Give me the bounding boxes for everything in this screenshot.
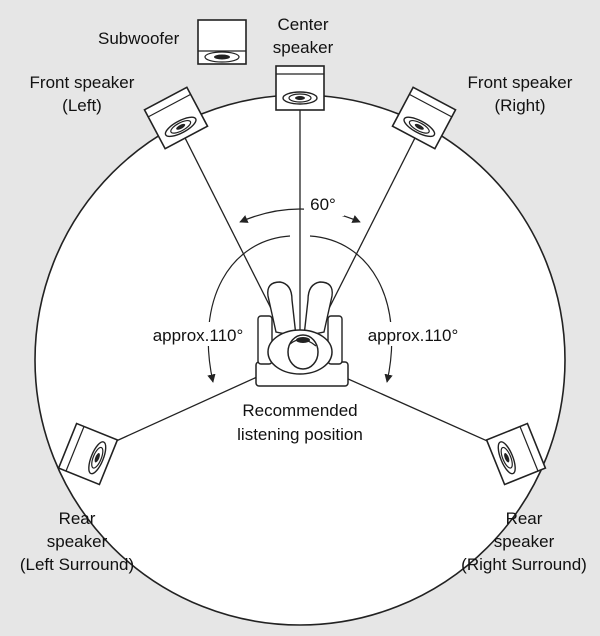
center-speaker-label-line1: Center: [277, 15, 328, 34]
rear-right-label-line3: (Right Surround): [461, 555, 587, 574]
angle-left-arc: [207, 235, 291, 383]
rear-left-label-line2: speaker: [47, 532, 108, 551]
listening-position-label-line2: listening position: [237, 425, 363, 444]
listening-position-label-line1: Recommended: [242, 401, 357, 420]
angle-right-arc: [309, 235, 393, 383]
angle-60-label: 60°: [310, 195, 336, 214]
center-speaker-icon: [275, 65, 325, 111]
seated-listener-icon: [255, 281, 349, 387]
rear-left-label-line3: (Left Surround): [20, 555, 134, 574]
subwoofer-icon: [197, 19, 247, 65]
front-right-label-line2: (Right): [494, 96, 545, 115]
angle-60-arc: [239, 208, 361, 223]
angle-left-label: approx.110°: [153, 326, 244, 345]
rear-right-label-line1: Rear: [506, 509, 543, 528]
subwoofer-label: Subwoofer: [98, 29, 180, 48]
center-speaker-label-line2: speaker: [273, 38, 334, 57]
front-left-label-line2: (Left): [62, 96, 102, 115]
front-left-label-line1: Front speaker: [30, 73, 135, 92]
rear-right-label-line2: speaker: [494, 532, 555, 551]
rear-left-label-line1: Rear: [59, 509, 96, 528]
angle-right-label: approx.110°: [368, 326, 459, 345]
front-right-label-line1: Front speaker: [468, 73, 573, 92]
